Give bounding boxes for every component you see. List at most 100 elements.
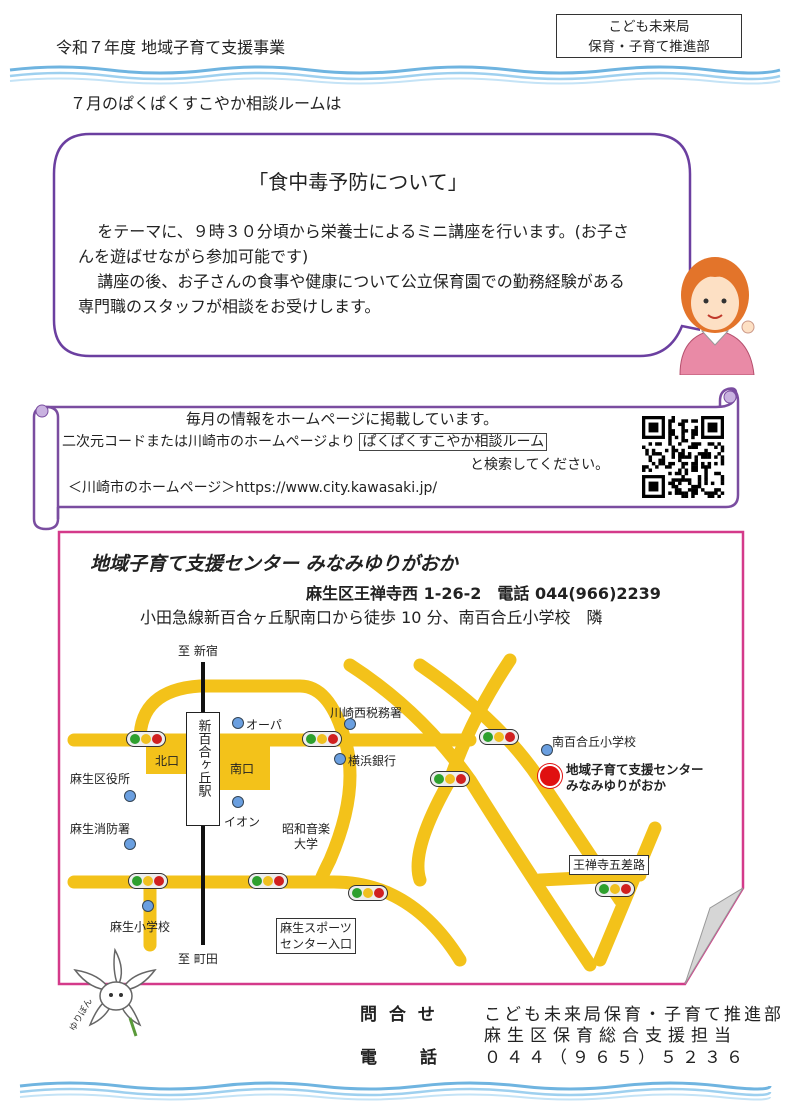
- traffic-light-icon: [479, 729, 519, 745]
- staff-illustration: [679, 257, 755, 375]
- bubble-title: 「食中毒予防について」: [248, 170, 468, 194]
- scroll-line-1: 毎月の情報をホームページに掲載しています。: [185, 410, 499, 428]
- poi-opa: オーパ: [232, 716, 282, 733]
- map-center-line-1: 地域子育て支援センター: [566, 762, 704, 777]
- traffic-lamp: [505, 732, 516, 742]
- poi-fire-station: 麻生消防署: [70, 822, 131, 836]
- department-line-2: 保育・子育て推進部: [588, 39, 710, 55]
- traffic-lamp: [140, 734, 151, 744]
- traffic-lamp: [351, 888, 362, 898]
- traffic-lamp: [374, 888, 385, 898]
- traffic-lamp: [251, 876, 262, 886]
- bubble-paragraph-2: 講座の後、お子さんの食事や健康について公立保育園での勤務経験がある専門職のスタッ…: [78, 272, 625, 316]
- traffic-lamp: [154, 876, 165, 886]
- traffic-light-icon: [302, 731, 342, 747]
- traffic-lamp: [609, 884, 620, 894]
- label-north-exit: 北口: [155, 754, 180, 768]
- poi-asao-elem: 麻生小学校: [110, 920, 171, 934]
- traffic-lamp: [152, 734, 163, 744]
- traffic-lamp: [305, 734, 316, 744]
- poi-showa-univ: 昭和音楽大学: [282, 822, 330, 852]
- poi-opa-label: オーパ: [246, 718, 282, 732]
- poi-dot-icon: [334, 753, 346, 765]
- poi-sports-center: 麻生スポーツセンター入口: [276, 918, 357, 954]
- label-to-shinjuku: 至 新宿: [178, 644, 218, 658]
- department-line-1: こども未来局: [608, 19, 690, 35]
- poi-yokohama-bank: 横浜銀行: [334, 752, 396, 769]
- poi-dot-icon: [344, 718, 356, 730]
- poi-asao-dot: [142, 900, 154, 915]
- yuribon-mascot-illustration: ゆりぼん: [67, 947, 157, 1037]
- traffic-lamp: [142, 876, 153, 886]
- traffic-lamp: [493, 732, 504, 742]
- poi-showa-univ-line-1: 昭和音楽: [282, 822, 331, 836]
- qr-code-icon[interactable]: [638, 416, 728, 498]
- center-name: 地域子育て支援センター みなみゆりがおか: [90, 553, 458, 575]
- poi-dot-icon: [124, 790, 136, 802]
- contact-label-inquiry: 問 合 せ: [360, 1005, 438, 1025]
- poi-sports-line-1: 麻生スポーツ: [280, 921, 352, 935]
- bottom-wave-decoration: [19, 1081, 772, 1101]
- poi-dot-icon: [232, 717, 244, 729]
- poi-fire-dot: [124, 838, 136, 853]
- traffic-lamp: [262, 876, 273, 886]
- poi-dot-icon: [232, 796, 244, 808]
- poi-dot-icon: [124, 838, 136, 850]
- traffic-light-icon: [430, 771, 470, 787]
- label-south-exit: 南口: [230, 762, 255, 776]
- contact-dept: こども未来局保育・子育て推進部: [484, 1005, 784, 1025]
- department-box: こども未来局 保育・子育て推進部: [556, 14, 742, 58]
- contact-section: 麻生区保育総合支援担当: [484, 1026, 737, 1046]
- traffic-light-icon: [128, 873, 168, 889]
- traffic-light-icon: [126, 731, 166, 747]
- station-box: 新百合ヶ丘駅: [186, 712, 220, 826]
- traffic-lamp: [598, 884, 609, 894]
- traffic-light-icon: [348, 885, 388, 901]
- header-title: 令和７年度 地域子育て支援事業: [56, 38, 286, 57]
- center-address: 麻生区王禅寺西 1-26-2 電話 044(966)2239: [306, 584, 661, 603]
- traffic-lamp: [482, 732, 493, 742]
- traffic-light-icon: [595, 881, 635, 897]
- poi-gozenji: 王禅寺五差路: [569, 855, 650, 875]
- speech-bubble: [52, 132, 700, 358]
- scroll-line-2-text: 二次元コードまたは川崎市のホームページより: [62, 434, 356, 450]
- intro-text: ７月のぱくぱくすこやか相談ルームは: [70, 94, 342, 113]
- scroll-banner: [32, 387, 740, 531]
- map-center-label: 地域子育て支援センターみなみゆりがおか: [566, 762, 704, 794]
- poi-ward-office: 麻生区役所: [70, 772, 131, 786]
- map-center-line-2: みなみゆりがおか: [566, 778, 667, 793]
- contact-label-phone: 電 話: [360, 1048, 440, 1068]
- poi-dot-icon: [142, 900, 154, 912]
- traffic-lamp: [274, 876, 285, 886]
- mascot-name: ゆりぼん: [67, 996, 95, 1033]
- poi-dot-icon: [541, 744, 553, 756]
- poi-minami-dot: [541, 744, 553, 759]
- bubble-paragraph-1: をテーマに、９時３０分頃から栄養士によるミニ講座を行います。(お子さんを遊ばせな…: [78, 222, 629, 266]
- poi-showa-univ-line-2: 大学: [294, 837, 319, 851]
- poi-yokohama-bank-label: 横浜銀行: [348, 754, 397, 768]
- top-wave-decoration: [9, 65, 781, 85]
- poi-tax-dot: [344, 718, 356, 733]
- traffic-lamp: [621, 884, 632, 894]
- center-access: 小田急線新百合ヶ丘駅南口から徒歩 10 分、南百合丘小学校 隣: [140, 608, 603, 627]
- traffic-lamp: [433, 774, 444, 784]
- poi-tax-office: 川崎西税務署: [330, 706, 403, 720]
- label-to-machida: 至 町田: [178, 952, 218, 966]
- scroll-line-2: 二次元コードまたは川崎市のホームページより ぱくぱくすこやか相談ルーム: [62, 431, 622, 454]
- traffic-lamp: [328, 734, 339, 744]
- station-name: 新百合ヶ丘駅: [195, 719, 211, 797]
- contact-phone[interactable]: ０４４（９６５）５２３６: [484, 1048, 748, 1068]
- traffic-lamp: [316, 734, 327, 744]
- poi-ward-dot: [124, 790, 136, 805]
- traffic-lamp: [456, 774, 467, 784]
- traffic-lamp: [129, 734, 140, 744]
- traffic-lamp: [444, 774, 455, 784]
- homepage-url[interactable]: ＜川崎市のホームページ＞https://www.city.kawasaki.jp…: [68, 480, 438, 496]
- marker-icon: [538, 764, 562, 788]
- scroll-line-3: と検索してください。: [470, 457, 610, 473]
- traffic-lamp: [131, 876, 142, 886]
- poi-minami-elem: 南百合丘小学校: [552, 735, 637, 749]
- center-location-marker-icon[interactable]: [538, 764, 562, 791]
- poi-sports-line-2: センター入口: [280, 937, 353, 951]
- search-keyword-box: ぱくぱくすこやか相談ルーム: [359, 433, 548, 451]
